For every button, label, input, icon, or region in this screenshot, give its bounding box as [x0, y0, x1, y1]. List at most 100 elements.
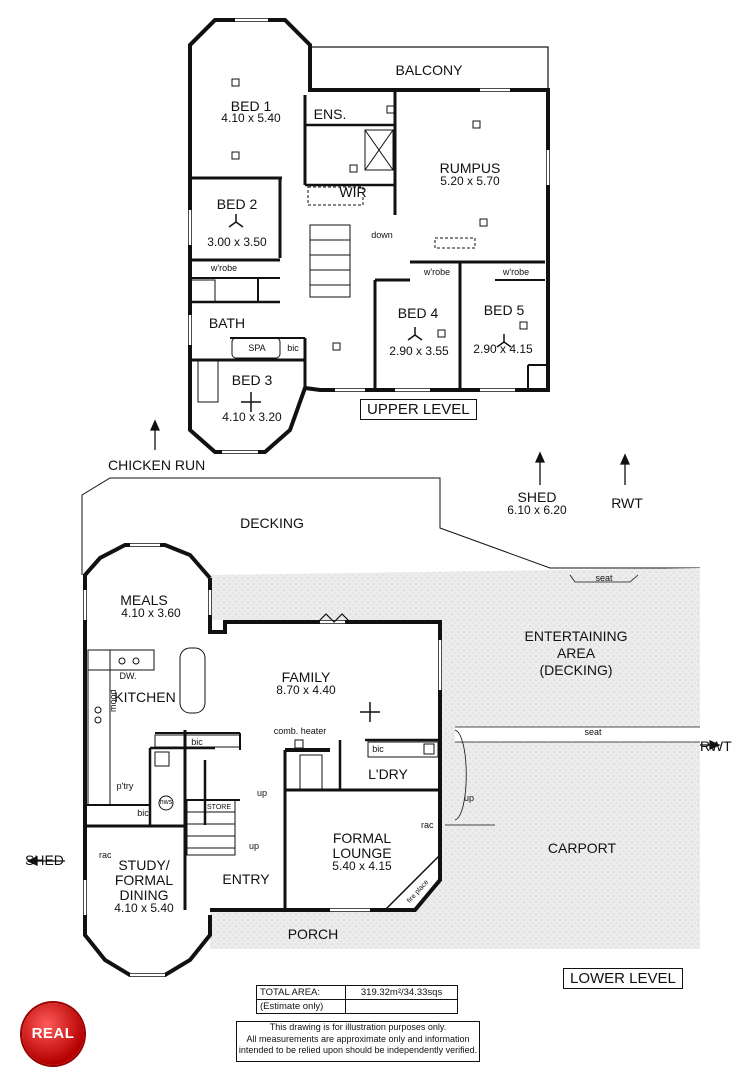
- stair-up-label-2: up: [248, 841, 260, 851]
- formal-lounge-size: 5.40 x 4.15: [332, 859, 392, 873]
- balcony-label: BALCONY: [395, 62, 463, 78]
- bed4-wardrobe-label: w'robe: [423, 267, 451, 277]
- shed-size: 6.10 x 6.20: [507, 503, 567, 517]
- rumpus-size: 5.20 x 5.70: [440, 174, 500, 188]
- seat-top-label: seat: [595, 573, 613, 583]
- carport-up-label: up: [463, 793, 475, 803]
- kitchen-label: KITCHEN: [114, 689, 176, 705]
- store-label: STORE: [207, 804, 231, 811]
- formal-lounge-line2: LOUNGE: [332, 845, 392, 861]
- bed5-size: 2.90 x 4.15: [473, 342, 533, 356]
- spa-bath: [231, 337, 281, 359]
- study-line3: DINING: [119, 887, 169, 903]
- formal-lounge-line1: FORMAL: [332, 830, 392, 846]
- decking-label: DECKING: [240, 515, 304, 531]
- hws-unit: [158, 795, 174, 811]
- total-area-table: TOTAL AREA: 319.32m²/34.33sqs (Estimate …: [255, 985, 458, 1014]
- spa-label: SPA: [248, 343, 266, 353]
- bed5-label: BED 5: [483, 302, 525, 318]
- total-area-label: TOTAL AREA:: [255, 985, 347, 1000]
- rwt-right-label: RWT: [700, 738, 732, 754]
- logo-text: REAL: [31, 1025, 75, 1042]
- estimate-empty-cell: [345, 999, 458, 1014]
- lounge-rac-label: rac: [421, 820, 434, 830]
- stair-upper: [309, 224, 351, 298]
- bed5-wardrobe-label: w'robe: [502, 267, 530, 277]
- bed1-label: BED 1: [230, 98, 272, 114]
- laundry-shower: [299, 754, 323, 791]
- stair-lower: [186, 799, 236, 856]
- upper-bic-label: bic: [287, 343, 299, 353]
- entertaining-line3: (DECKING): [539, 662, 613, 678]
- rumpus-label: RUMPUS: [439, 160, 501, 176]
- bed2-wardrobe-label: w'robe: [210, 263, 238, 273]
- disclaimer-line1: This drawing is for illustration purpose…: [269, 1022, 447, 1032]
- laundry-bic-label: bic: [372, 744, 384, 754]
- study-size: 4.10 x 5.40: [114, 901, 174, 915]
- stair-up-label: up: [256, 788, 268, 798]
- stair-down-label: down: [371, 230, 393, 240]
- shed-label: SHED: [517, 489, 557, 505]
- meals-size: 4.10 x 3.60: [121, 606, 181, 620]
- family-size: 8.70 x 4.40: [276, 683, 336, 697]
- lower-level-label: LOWER LEVEL: [563, 968, 683, 990]
- bed2-size: 3.00 x 3.50: [207, 235, 267, 249]
- chicken-run-label: CHICKEN RUN: [108, 457, 206, 473]
- disclaimer-line3: intended to be relied upon should be ind…: [238, 1045, 478, 1056]
- entry-label: ENTRY: [222, 871, 270, 887]
- pantry-label: p'try: [116, 781, 134, 791]
- ensuite-label: ENS.: [313, 106, 347, 122]
- laundry-bench: [367, 741, 439, 758]
- shed-left-label: SHED: [25, 852, 64, 868]
- lower-fixtures: [83, 543, 442, 977]
- rwt-top-label: RWT: [611, 495, 643, 511]
- study-rac-label: rac: [99, 850, 112, 860]
- upper-ceiling-fans: [228, 214, 512, 412]
- rumpus-light: [434, 237, 476, 249]
- family-label: FAMILY: [281, 669, 331, 685]
- entertaining-line1: ENTERTAINING: [524, 628, 628, 644]
- wir-label: WIR: [339, 184, 367, 200]
- estimate-only-label: (Estimate only): [255, 999, 347, 1014]
- disclaimer-box: This drawing is for illustration purpose…: [236, 1021, 480, 1062]
- total-area-value: 319.32m²/34.33sqs: [345, 985, 458, 1000]
- bath-label: BATH: [208, 315, 246, 331]
- study-line2: FORMAL: [114, 872, 174, 888]
- ensuite-shower: [364, 129, 394, 171]
- study-line1: STUDY/: [118, 857, 170, 873]
- bed3-wardrobe: [197, 359, 219, 403]
- bed4-label: BED 4: [397, 305, 439, 321]
- upper-level-label: UPPER LEVEL: [360, 399, 477, 421]
- upper-fixtures: [188, 18, 550, 454]
- decking-outline: [81, 477, 700, 575]
- kitchen-bench: [87, 649, 155, 671]
- arrows: [26, 419, 721, 867]
- bed1-size: 4.10 x 5.40: [221, 111, 281, 125]
- kitchen-side-bench: [87, 649, 111, 806]
- bic-bench: [154, 734, 241, 748]
- family-ceiling-fan: [360, 702, 380, 722]
- mood-label: mood: [108, 689, 118, 712]
- comb-heater-label: comb. heater: [273, 726, 327, 736]
- paved-areas: [210, 568, 700, 949]
- fireplace-line: [384, 854, 441, 911]
- bed2-label: BED 2: [216, 196, 258, 212]
- disclaimer-line2: All measurements are approximate only an…: [246, 1033, 470, 1044]
- wir-rail: [307, 186, 364, 206]
- agency-logo: REAL: [22, 1003, 84, 1065]
- hws-label: hws: [159, 799, 173, 806]
- carport-label: CARPORT: [547, 840, 617, 856]
- bath-shower: [189, 279, 216, 303]
- laundry-label: L'DRY: [368, 766, 408, 782]
- bed3-label: BED 3: [231, 372, 273, 388]
- light-symbols: [231, 78, 528, 351]
- paving-lines: [445, 574, 700, 826]
- seat-carport-label: seat: [584, 727, 602, 737]
- porch-label: PORCH: [287, 926, 339, 942]
- kitchen-island: [179, 647, 206, 714]
- entertaining-line2: AREA: [556, 645, 596, 661]
- lower-bic-label: bic: [191, 737, 203, 747]
- meals-label: MEALS: [120, 592, 168, 608]
- dishwasher-label: DW.: [119, 671, 137, 681]
